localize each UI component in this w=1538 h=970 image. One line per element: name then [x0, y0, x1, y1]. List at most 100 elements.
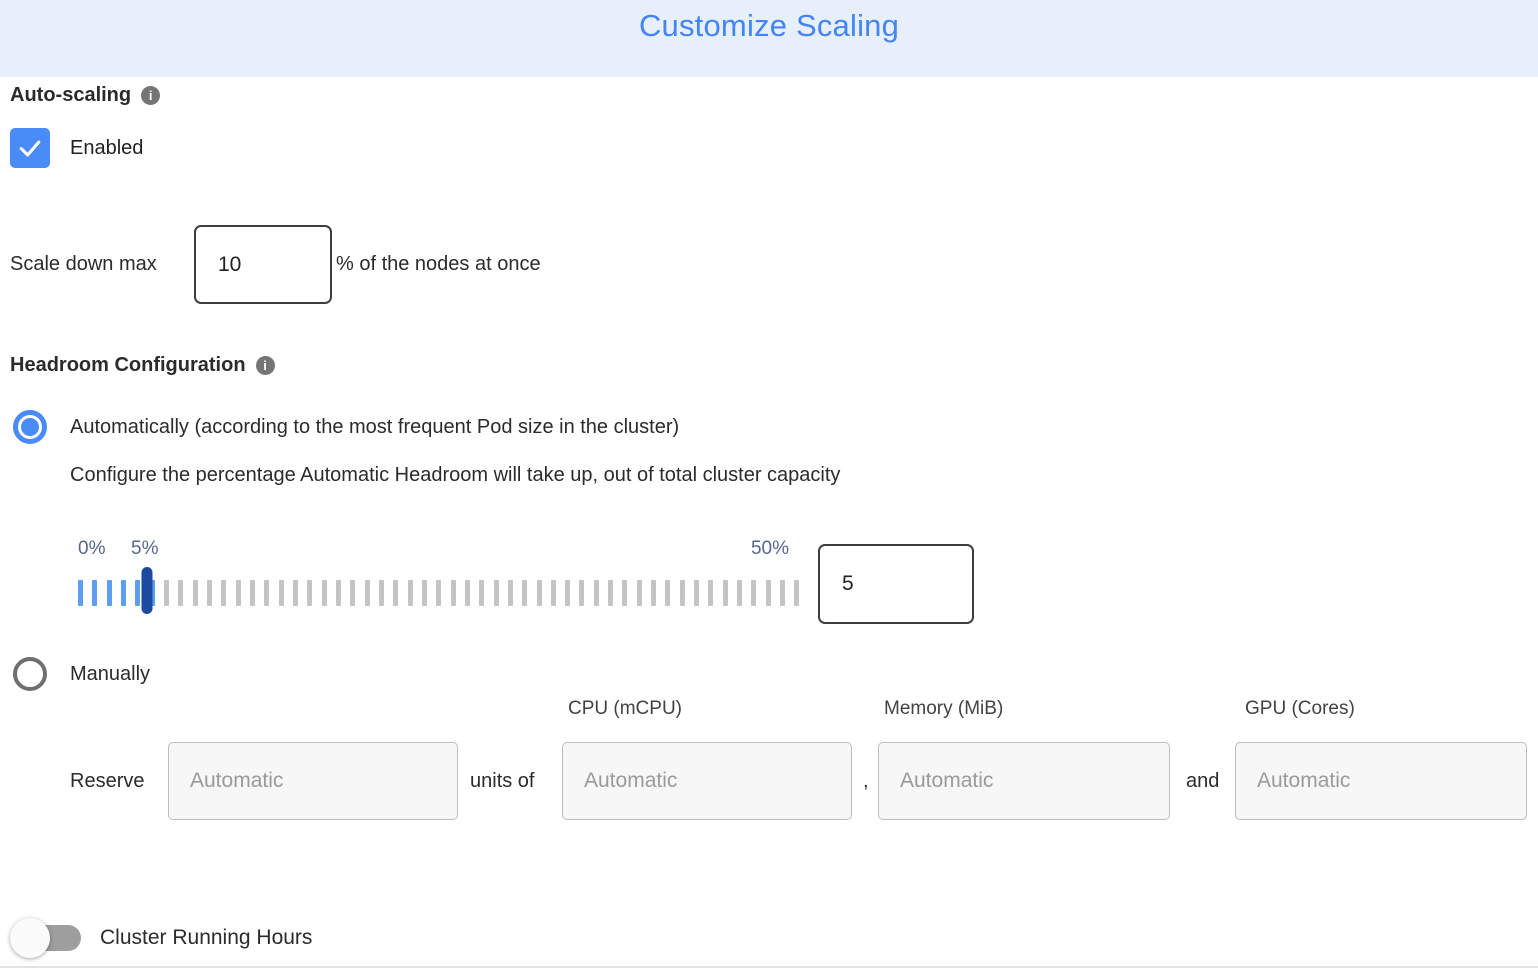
enabled-checkbox[interactable] [10, 128, 50, 168]
comma-separator: , [863, 769, 869, 792]
slider-tick [765, 580, 771, 606]
cluster-running-hours-toggle[interactable] [10, 918, 82, 958]
headroom-option-manual: Manually [13, 657, 150, 691]
slider-tick [364, 580, 370, 606]
cpu-column-header: CPU (mCPU) [568, 698, 682, 719]
comma-separator-wrap: , [863, 742, 869, 820]
slider-tick [421, 580, 427, 606]
and-label: and [1186, 769, 1220, 792]
auto-scaling-label: Auto-scaling [10, 84, 132, 106]
headroom-percentage-slider: 0% 5% 50% [78, 538, 800, 618]
slider-tick [565, 580, 571, 606]
slider-tick [407, 580, 413, 606]
slider-tick [120, 580, 126, 606]
slider-max-label: 50% [750, 538, 789, 559]
slider-tick [479, 580, 485, 606]
slider-tick [522, 580, 528, 606]
memory-column-header: Memory (MiB) [884, 698, 1004, 719]
slider-tick [708, 580, 714, 606]
slider-tick [665, 580, 671, 606]
slider-tick [292, 580, 298, 606]
cluster-running-hours-label: Cluster Running Hours [100, 926, 313, 949]
radio-automatic-label: Automatically (according to the most fre… [70, 415, 680, 438]
bottom-divider [0, 966, 1538, 968]
slider-tick [464, 580, 470, 606]
headroom-label: Headroom Configuration [10, 354, 246, 376]
slider-tick [608, 580, 614, 606]
enabled-checkbox-label: Enabled [70, 136, 144, 159]
slider-tick [393, 580, 399, 606]
slider-tick [493, 580, 499, 606]
slider-tick [579, 580, 585, 606]
slider-tick [636, 580, 642, 606]
headroom-section-header: Headroom Configuration i [10, 354, 275, 377]
auto-scaling-enabled-row: Enabled [10, 128, 143, 168]
slider-tick [651, 580, 657, 606]
slider-tick [335, 580, 341, 606]
slider-tick [178, 580, 184, 606]
reserve-label: Reserve [70, 769, 145, 792]
slider-tick [206, 580, 212, 606]
slider-tick [350, 580, 356, 606]
units-of-label: units of [470, 769, 535, 792]
slider-tick [722, 580, 728, 606]
info-icon[interactable]: i [141, 86, 161, 105]
reserve-units-input[interactable] [168, 742, 458, 820]
slider-tick [550, 580, 556, 606]
slider-tick [780, 580, 786, 606]
slider-tick [622, 580, 628, 606]
reserve-label-wrap: Reserve [70, 742, 144, 820]
cpu-reserve-input[interactable] [562, 742, 852, 820]
slider-tick [278, 580, 284, 606]
slider-min-label: 0% [78, 538, 106, 559]
units-of-label-wrap: units of [470, 742, 534, 820]
slider-tick [507, 580, 513, 606]
auto-scaling-section-header: Auto-scaling i [10, 84, 161, 107]
headroom-percent-input[interactable] [818, 544, 974, 624]
slider-tick [794, 580, 800, 606]
slider-tick [78, 580, 83, 606]
scale-down-prefix: Scale down max [10, 225, 157, 304]
checkmark-icon [19, 140, 41, 157]
slider-tick [436, 580, 442, 606]
slider-tick [751, 580, 757, 606]
radio-manual[interactable] [13, 657, 47, 691]
slider-tick [737, 580, 743, 606]
scale-down-suffix: % of the nodes at once [336, 253, 541, 275]
headroom-option-automatic: Automatically (according to the most fre… [13, 410, 679, 444]
headroom-description: Configure the percentage Automatic Headr… [70, 464, 841, 486]
slider-tick [163, 580, 169, 606]
slider-handle[interactable] [141, 567, 153, 614]
scale-down-suffix-wrap: % of the nodes at once [336, 225, 541, 304]
scale-down-percent-input[interactable] [194, 225, 332, 304]
slider-tick [593, 580, 599, 606]
slider-current-label: 5% [131, 538, 159, 559]
slider-tick [307, 580, 313, 606]
radio-manual-label: Manually [70, 662, 151, 685]
slider-tick [321, 580, 327, 606]
slider-tick [378, 580, 384, 606]
scale-down-label: Scale down max [10, 253, 157, 275]
memory-reserve-input[interactable] [878, 742, 1170, 820]
slider-tick [221, 580, 227, 606]
slider-tick [235, 580, 241, 606]
slider-tick [536, 580, 542, 606]
panel-header: Customize Scaling [0, 0, 1538, 77]
slider-tick [264, 580, 270, 606]
slider-ticks [78, 580, 800, 606]
slider-tick [450, 580, 456, 606]
slider-tick [679, 580, 685, 606]
gpu-reserve-input[interactable] [1235, 742, 1527, 820]
info-icon[interactable]: i [255, 356, 275, 375]
toggle-knob [10, 918, 50, 958]
slider-tick [135, 580, 141, 606]
gpu-column-header: GPU (Cores) [1245, 698, 1355, 719]
page-title: Customize Scaling [638, 8, 900, 43]
slider-tick [192, 580, 198, 606]
and-label-wrap: and [1186, 742, 1219, 820]
slider-tick [106, 580, 112, 606]
slider-tick [249, 580, 255, 606]
slider-tick [694, 580, 700, 606]
radio-automatic[interactable] [13, 410, 47, 444]
